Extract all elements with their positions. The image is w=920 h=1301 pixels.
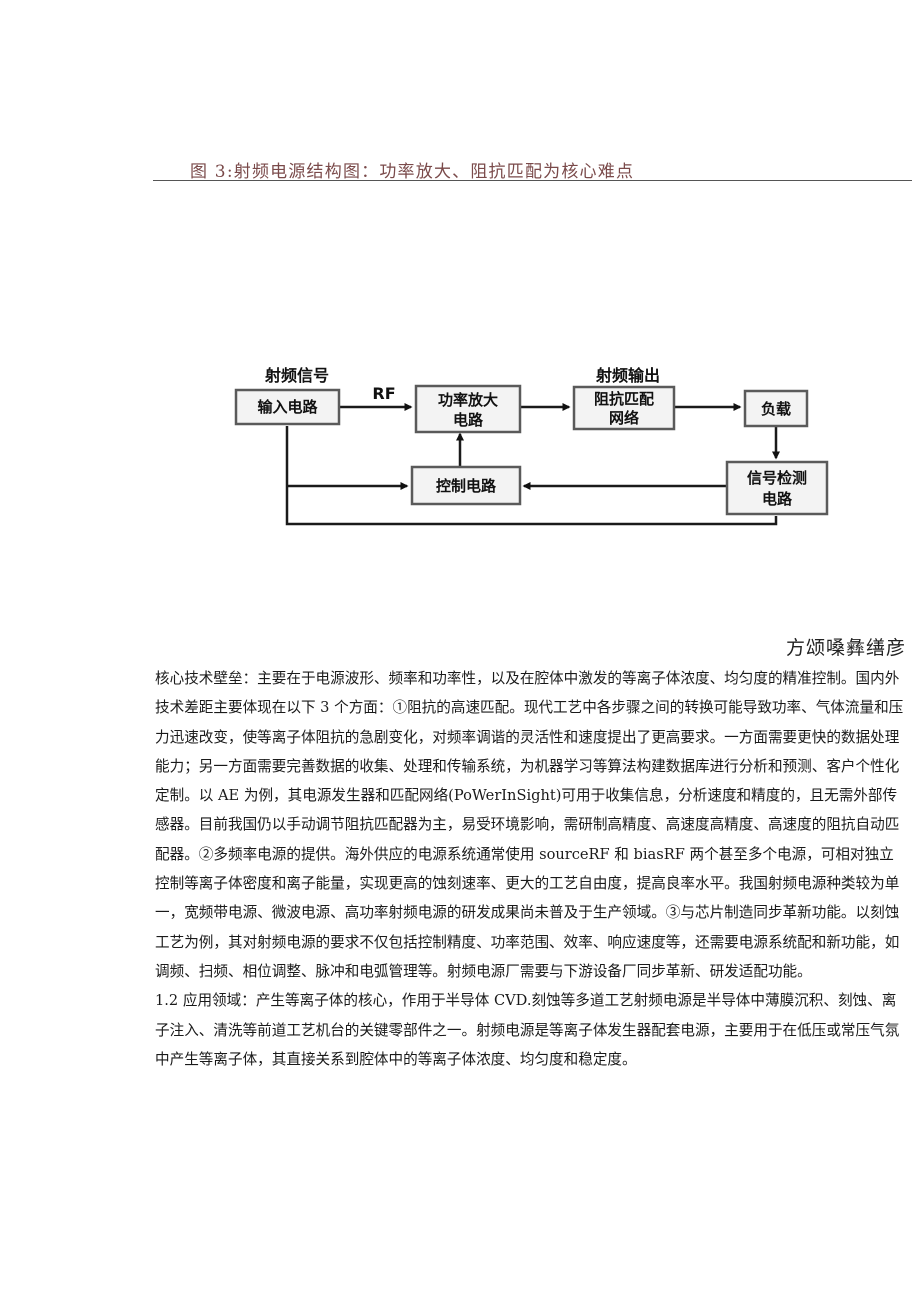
impedance-matching-box: 阻抗匹配 网络 [572,385,676,431]
power-amplifier-box: 功率放大 电路 [414,384,522,434]
title-divider [153,180,912,181]
power-amplifier-label-line2: 电路 [453,411,484,429]
load-box: 负载 [743,389,809,428]
signal-detection-box: 信号检测 电路 [725,460,829,516]
load-label: 负载 [761,400,791,418]
control-circuit-box: 控制电路 [410,465,522,506]
body-text: 核心技术壁垒：主要在于电源波形、频率和功率性，以及在腔体中激发的等离子体浓度、均… [155,664,905,1074]
rf-signal-label: 射频信号 [264,366,329,385]
input-circuit-box: 输入电路 [234,388,341,426]
rf-power-structure-diagram: 射频信号 RF 射频输出 输入电路 功率放大 电路 阻抗匹配 网络 负载 控制电… [234,366,829,526]
rf-label: RF [372,384,395,403]
feedback-bottom-line [285,486,778,526]
input-circuit-label: 输入电路 [257,398,318,416]
paragraph-core-barriers: 核心技术壁垒：主要在于电源波形、频率和功率性，以及在腔体中激发的等离子体浓度、均… [155,670,904,980]
rf-output-label: 射频输出 [595,366,660,385]
control-circuit-label: 控制电路 [436,477,497,495]
figure-title: 图 3:射频电源结构图：功率放大、阻抗匹配为核心难点 [190,162,635,182]
signal-detection-label-line1: 信号检测 [747,469,807,487]
source-note: 方颂嗓彝缮彦 [785,637,906,659]
power-amplifier-label-line1: 功率放大 [438,391,498,409]
impedance-matching-label-line1: 阻抗匹配 [594,390,654,408]
signal-detection-label-line2: 电路 [762,490,793,508]
impedance-matching-label-line2: 网络 [609,409,639,427]
paragraph-applications: 1.2 应用领域：产生等离子体的核心，作用于半导体 CVD.刻蚀等多道工艺射频电… [155,992,900,1068]
